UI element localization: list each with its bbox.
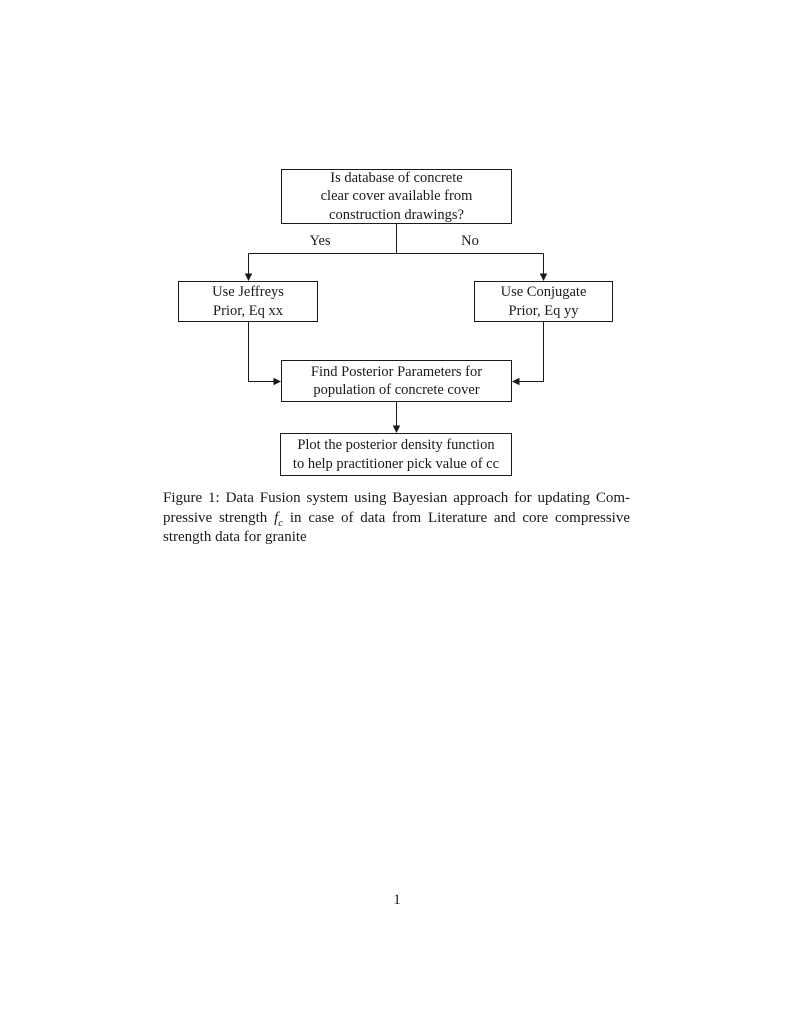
caption-text: strength data for granite [163,529,307,545]
caption-line-3: strength data for granite [163,528,630,548]
caption-text: pressive strength [163,509,275,526]
flowchart-box-conjugate-prior: Use Conjugate Prior, Eq yy [474,281,613,322]
connector-jeffreys-to-posterior [248,322,281,386]
connector-no-arrow [539,253,548,281]
branch-label-no: No [461,233,479,249]
caption-line-1: Figure 1: Data Fusion system using Bayes… [163,489,630,509]
connector-yes-arrow [244,253,253,281]
math-subscript: c [278,516,284,529]
flowchart-box-plot-density: Plot the posterior density function to h… [280,433,512,476]
flowchart-box-question: Is database of concrete clear cover avai… [281,169,512,224]
math-symbol-fc: f [274,509,279,526]
caption-text: Figure 1: Data Fusion system using Bayes… [163,490,630,506]
figure-caption: Figure 1: Data Fusion system using Bayes… [163,489,630,548]
connector-conjugate-to-posterior [512,322,544,386]
page-number: 1 [393,892,401,908]
caption-line-2: pressive strength fc in case of data fro… [163,509,630,529]
caption-text: in case of data from Literature and core… [283,509,630,526]
flowchart-box-jeffreys-prior: Use Jeffreys Prior, Eq xx [178,281,318,322]
connector-posterior-to-plot [392,402,401,433]
flowchart-box-posterior-parameters: Find Posterior Parameters for population… [281,360,512,402]
branch-label-yes: Yes [309,233,331,249]
